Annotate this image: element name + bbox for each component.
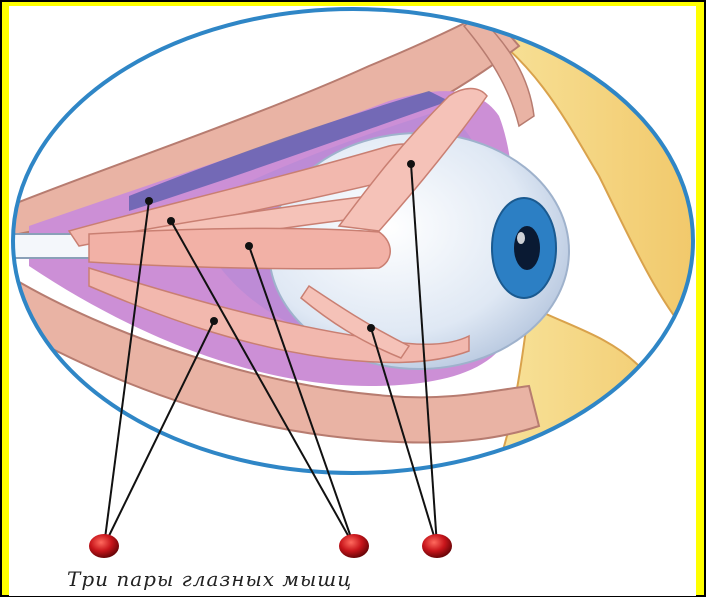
diagram-caption: Три пары глазных мышц — [67, 567, 352, 591]
pupil — [514, 226, 540, 270]
eye-muscles-diagram — [9, 6, 696, 596]
pair-markers — [89, 534, 452, 558]
marker-pair-1 — [89, 534, 119, 558]
marker-pair-3 — [422, 534, 452, 558]
pupil-highlight — [517, 232, 525, 244]
marker-pair-2 — [339, 534, 369, 558]
muscle-middle — [89, 228, 390, 268]
diagram-canvas: Три пары глазных мышц — [9, 6, 696, 596]
